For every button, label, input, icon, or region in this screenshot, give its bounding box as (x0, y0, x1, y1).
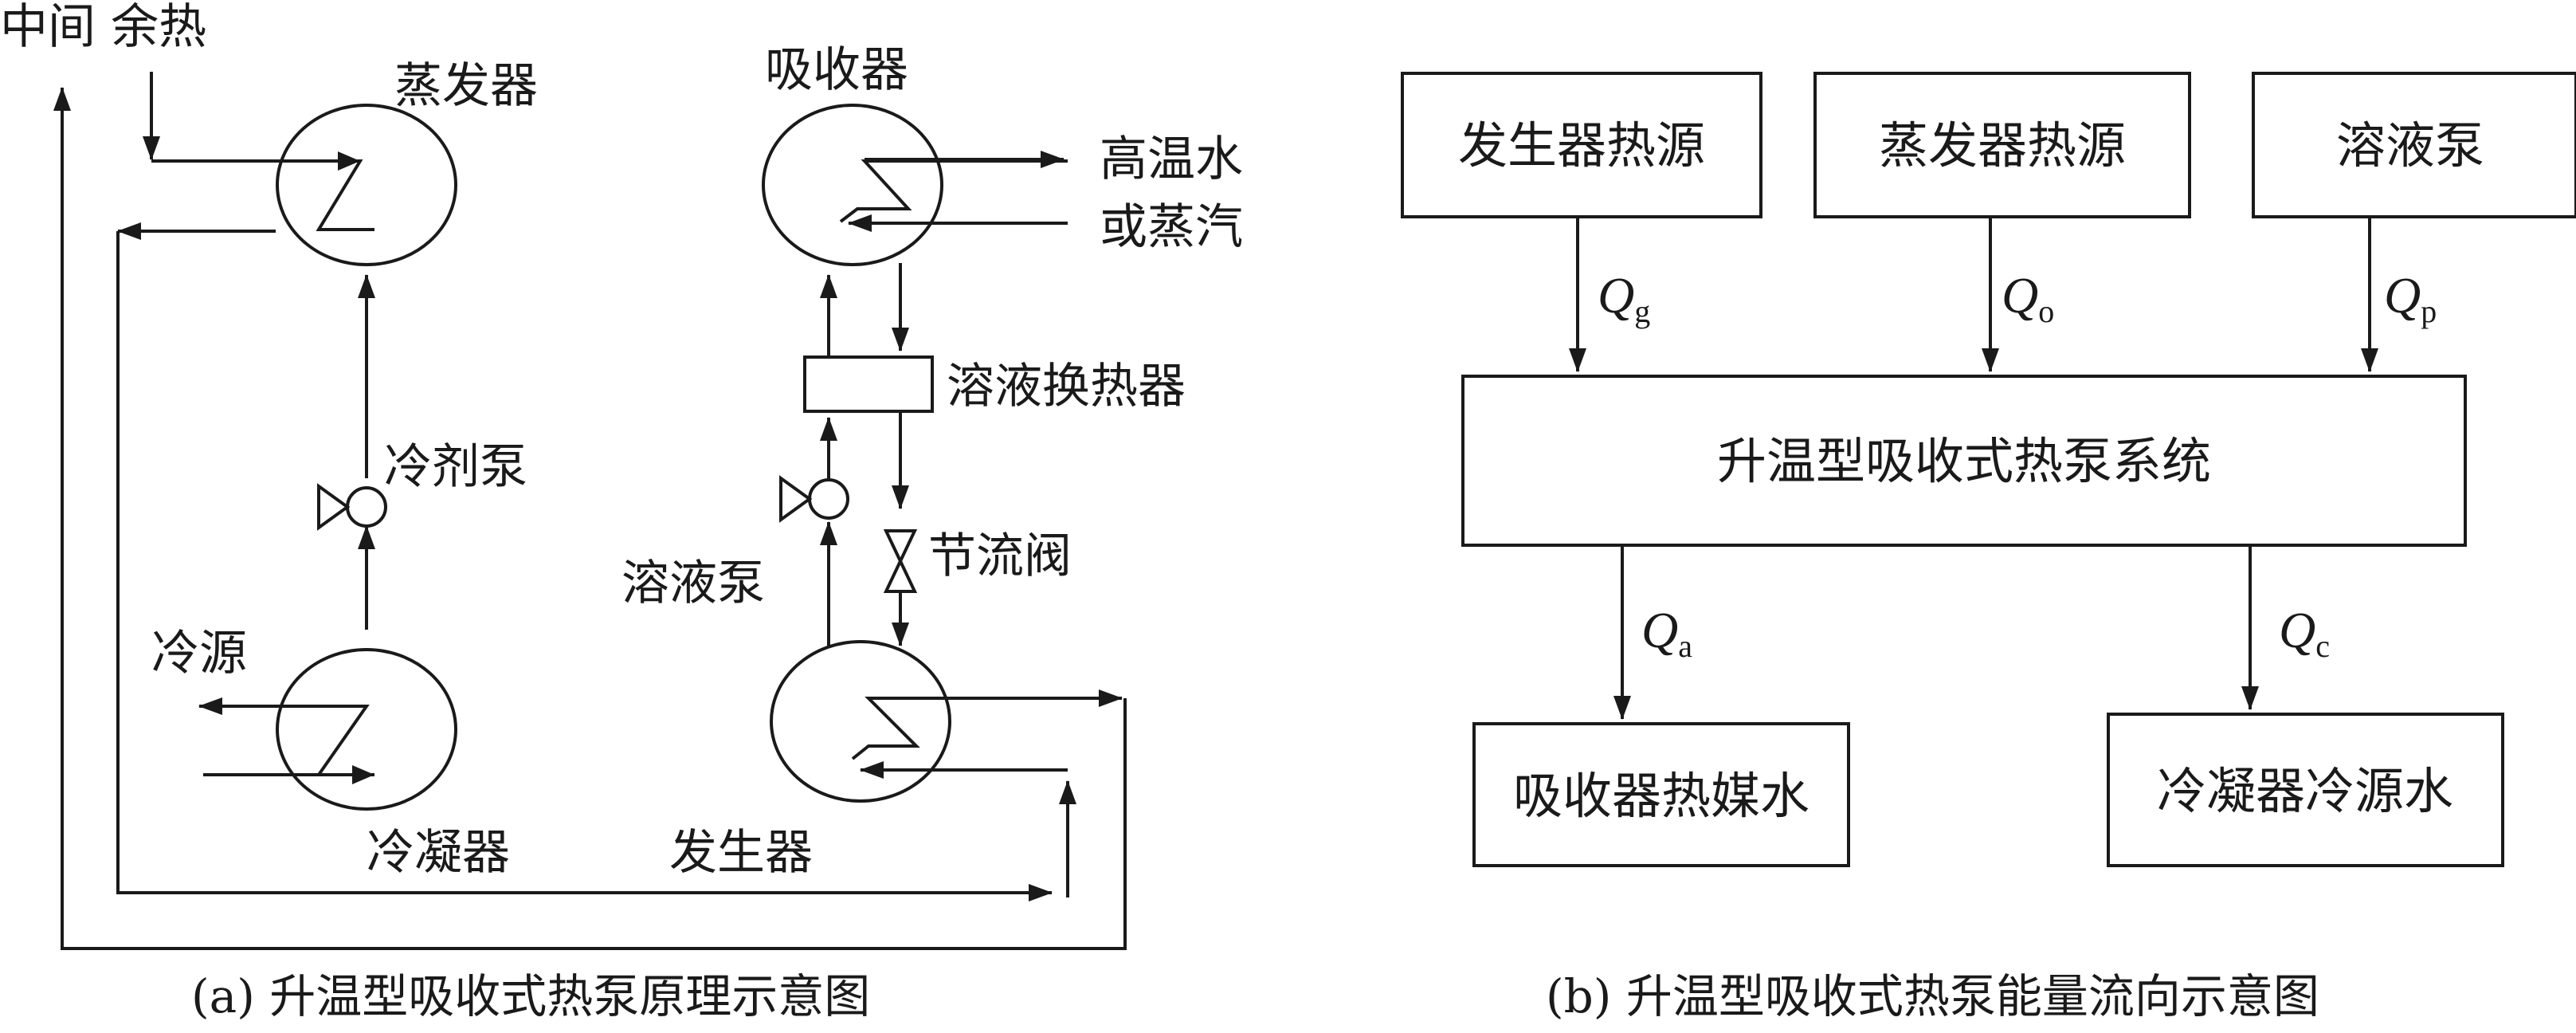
generator-heat-box (1401, 72, 1762, 218)
principle-diagram: 中间 余热 蒸发器 吸收器 高温水 或蒸汽 溶液换热器 冷剂泵 溶液泵 节流阀 … (0, 0, 1243, 1023)
condenser-vessel (276, 648, 457, 811)
solution-heat-exchanger (803, 355, 934, 413)
qg-label: Qg (1598, 267, 1650, 329)
cold-source-label: 冷源 (151, 626, 247, 681)
evaporator-label: 蒸发器 (394, 58, 538, 114)
condenser-water-box (2107, 713, 2504, 867)
outer-loop-line (53, 87, 1127, 950)
caption-a: (a) 升温型吸收式热泵原理示意图 (191, 969, 870, 1023)
absorber-water-label: 吸收器热媒水 (1513, 767, 1809, 825)
throttle-valve-icon (883, 529, 918, 593)
refrigerant-pump-body-icon (317, 483, 351, 531)
evaporator-heat-label: 蒸发器热源 (1879, 116, 2126, 175)
heat-pump-system-box (1461, 375, 2467, 547)
evaporator-heat-box (1813, 72, 2191, 218)
evaporator-coil (151, 159, 374, 231)
throttle-valve-label: 节流阀 (928, 528, 1072, 584)
solution-pump-body-icon (779, 475, 813, 523)
qa-label: Qa (1641, 602, 1692, 664)
solution-pump-label: 溶液泵 (621, 556, 765, 611)
condenser-water-label: 冷凝器冷源水 (2157, 762, 2453, 820)
solution-pump-box (2252, 72, 2576, 218)
refrigerant-pump-icon (346, 486, 387, 528)
absorber-label: 吸收器 (765, 42, 908, 98)
qo-label: Qo (2002, 267, 2054, 329)
solution-pump-icon (808, 478, 849, 520)
solution-hx-label: 溶液换热器 (947, 359, 1186, 414)
high-temp-water-label: 高温水 (1100, 132, 1243, 187)
qc-label: Qc (2279, 602, 2330, 664)
caption-b: (b) 升温型吸收式热泵能量流向示意图 (1546, 969, 2319, 1023)
evaporator-return-line (116, 231, 1053, 901)
absorber-vessel (762, 104, 943, 266)
energy-flow-diagram: 发生器热源 蒸发器热源 溶液泵 升温型吸收式热泵系统 吸收器热媒水 冷凝器冷源水… (1401, 72, 2576, 1023)
evaporator-vessel (276, 104, 457, 266)
solution-pump-box-label: 溶液泵 (2336, 116, 2484, 175)
condenser-label: 冷凝器 (367, 825, 510, 881)
generator-vessel (770, 640, 951, 803)
refrigerant-pump-label: 冷剂泵 (384, 439, 527, 495)
generator-label: 发生器 (669, 825, 813, 881)
generator-heat-label: 发生器热源 (1458, 116, 1705, 175)
qp-label: Qp (2384, 267, 2437, 329)
heat-pump-system-label: 升温型吸收式热泵系统 (1717, 432, 2211, 490)
absorber-water-box (1472, 722, 1850, 867)
waste-heat-label: 中间 余热 (0, 0, 206, 55)
or-steam-label: 或蒸汽 (1100, 199, 1243, 255)
